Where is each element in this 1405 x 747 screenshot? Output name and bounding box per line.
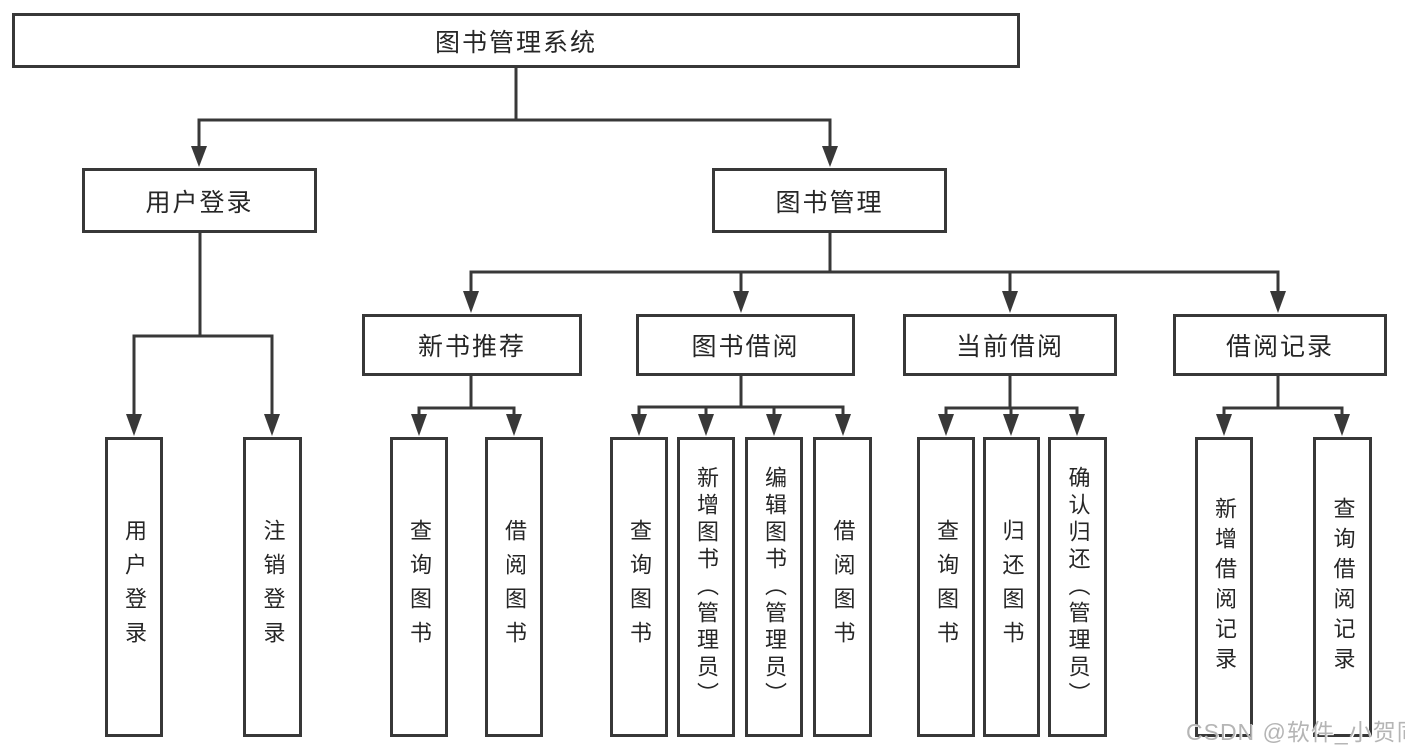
leaf-current-query: 查询图书 [917, 437, 975, 737]
leaf-records-query: 查询借阅记录 [1313, 437, 1372, 737]
leaf-borrow-query-label: 查询图书 [627, 519, 652, 655]
node-current-borrow-label: 当前借阅 [955, 333, 1064, 361]
leaf-current-confirm-admin-label: 确认归还（管理员） [1065, 465, 1091, 709]
leaf-current-return: 归还图书 [983, 437, 1040, 737]
leaf-records-add-label: 新增借阅记录 [1212, 497, 1237, 677]
connector-borrowrecords-to-leaves [1216, 376, 1350, 436]
leaf-newbooks-borrow-label: 借阅图书 [502, 519, 527, 655]
leaf-records-add: 新增借阅记录 [1195, 437, 1253, 737]
leaf-borrow-add-admin: 新增图书（管理员） [677, 437, 735, 737]
node-borrow-records-label: 借阅记录 [1225, 333, 1334, 361]
leaf-user-login: 用户登录 [105, 437, 163, 737]
leaf-borrow-edit-admin-label: 编辑图书（管理员） [762, 465, 787, 709]
node-new-books-label: 新书推荐 [417, 333, 526, 361]
connector-bookborrow-to-leaves [631, 376, 851, 436]
node-new-books: 新书推荐 [362, 314, 582, 376]
leaf-user-login-label: 用户登录 [122, 519, 147, 655]
connector-userlogin-to-leaves [126, 233, 280, 436]
leaf-current-query-label: 查询图书 [934, 519, 959, 655]
leaf-borrow-edit-admin: 编辑图书（管理员） [745, 437, 803, 737]
node-user-login: 用户登录 [82, 168, 317, 233]
leaf-newbooks-borrow: 借阅图书 [485, 437, 543, 737]
node-book-borrow: 图书借阅 [636, 314, 855, 376]
leaf-borrow-borrow-label: 借阅图书 [830, 519, 856, 655]
connector-root-to-level2 [191, 68, 838, 167]
leaf-borrow-add-admin-label: 新增图书（管理员） [694, 465, 719, 709]
node-root-label: 图书管理系统 [434, 28, 597, 57]
node-current-borrow: 当前借阅 [903, 314, 1117, 376]
leaf-logout: 注销登录 [243, 437, 302, 737]
connector-bookmgmt-to-level3 [463, 233, 1286, 313]
connector-currentborrow-to-leaves [938, 376, 1085, 436]
leaf-borrow-query: 查询图书 [610, 437, 668, 737]
leaf-newbooks-query: 查询图书 [390, 437, 448, 737]
leaf-current-confirm-admin: 确认归还（管理员） [1048, 437, 1107, 737]
node-borrow-records: 借阅记录 [1173, 314, 1387, 376]
leaf-records-query-label: 查询借阅记录 [1330, 497, 1356, 677]
node-book-borrow-label: 图书借阅 [691, 333, 800, 361]
watermark-text: CSDN @软件_小贺同学 [1186, 719, 1405, 745]
leaf-newbooks-query-label: 查询图书 [407, 519, 432, 655]
connector-newbooks-to-leaves [411, 376, 522, 436]
leaf-logout-label: 注销登录 [260, 519, 286, 655]
node-book-mgmt-label: 图书管理 [775, 188, 884, 217]
node-book-mgmt: 图书管理 [712, 168, 947, 233]
leaf-current-return-label: 归还图书 [999, 519, 1025, 655]
node-user-login-label: 用户登录 [145, 188, 254, 217]
leaf-borrow-borrow: 借阅图书 [813, 437, 872, 737]
node-root: 图书管理系统 [12, 13, 1020, 68]
